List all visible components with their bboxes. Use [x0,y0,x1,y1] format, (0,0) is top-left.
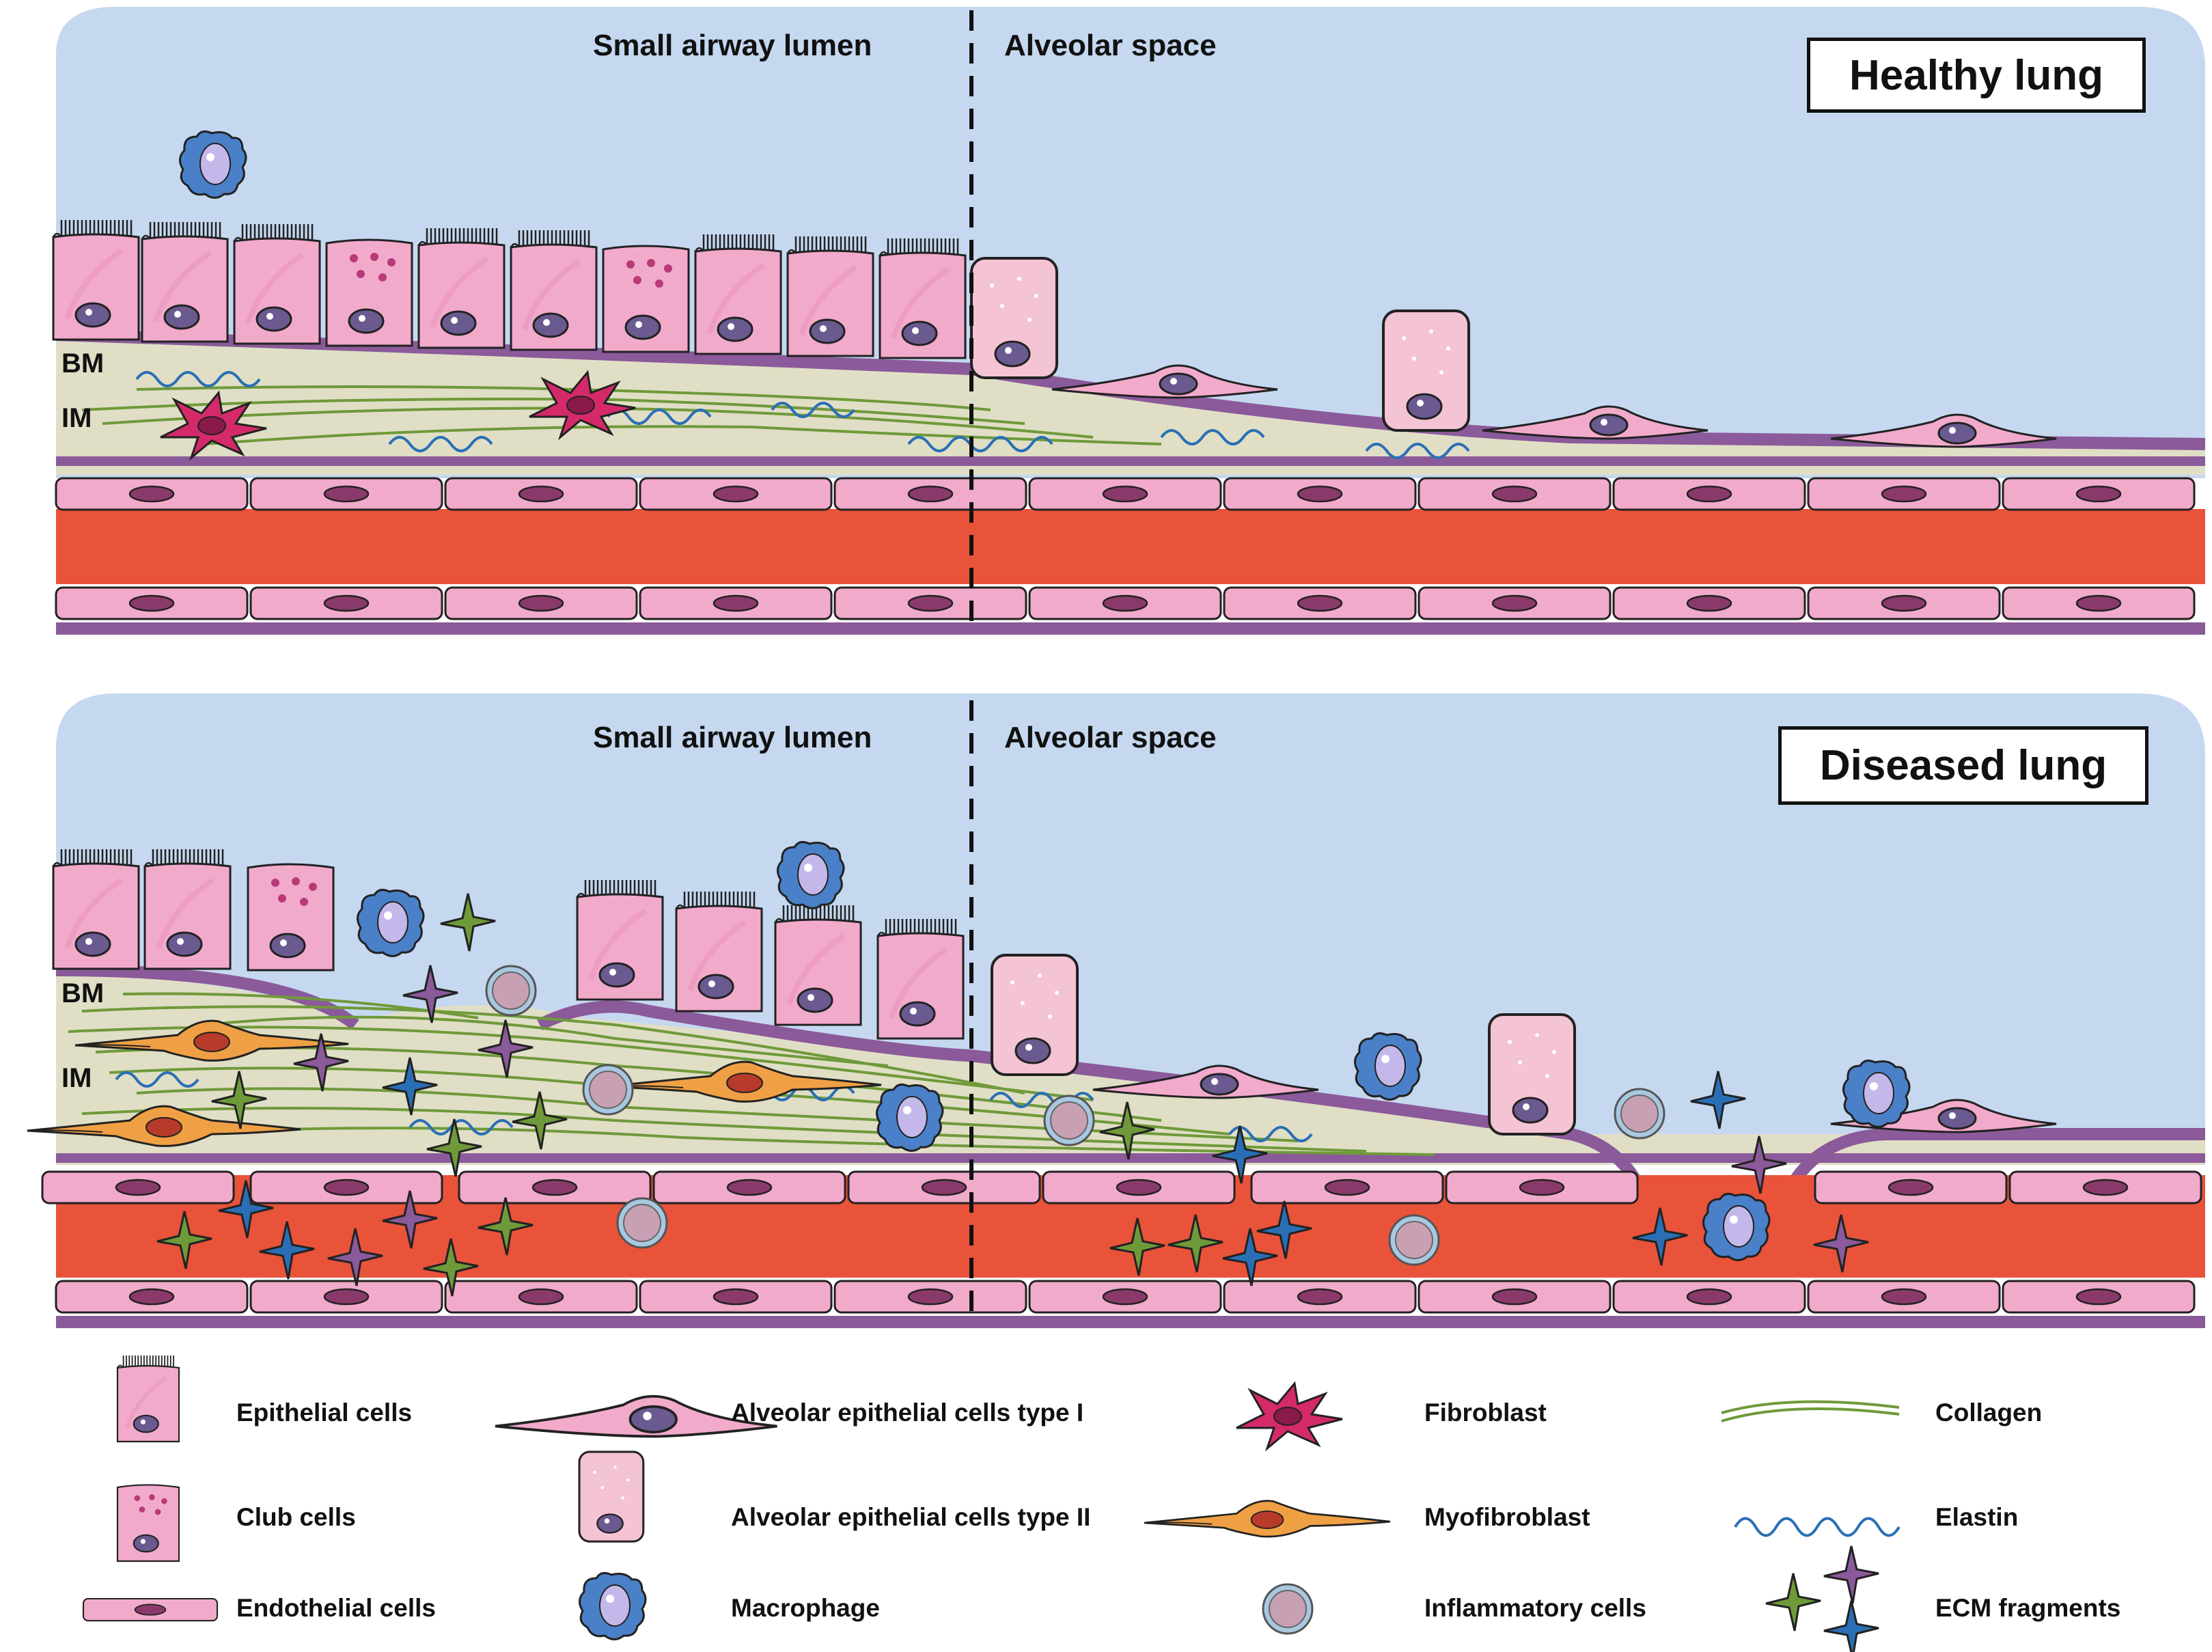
healthy-elastin-fibers [135,371,1470,459]
diseased-inflammatory-cell [1388,1214,1440,1266]
diseased-airway-label: Small airway lumen [593,721,872,754]
diseased-im-label: IM [61,1063,92,1093]
healthy-endothelium-bottom [55,586,2196,620]
legend-elastin-icon [1734,1517,1900,1537]
legend-club-icon [116,1484,180,1562]
legend-collagen-icon [1721,1400,1900,1422]
legend-myofibroblast-icon [1143,1500,1392,1538]
healthy-macrophage [178,130,247,199]
healthy-alveolar-label: Alveolar space [1004,29,1217,62]
diseased-inflammatory-cell [1614,1088,1665,1140]
healthy-title-text: Healthy lung [1849,51,2104,99]
legend-fibroblast-label: Fibroblast [1424,1399,1547,1427]
legend-myofibroblast-label: Myofibroblast [1424,1503,1590,1531]
diseased-macrophage [1842,1059,1911,1128]
legend-at2-icon [578,1450,645,1543]
healthy-airway-label: Small airway lumen [593,29,872,62]
diseased-inflammatory-cell [582,1064,634,1116]
legend-inflammatory-icon [1262,1583,1314,1635]
diseased-basement-membrane [55,964,359,1030]
legend-ecm-label: ECM fragments [1935,1594,2121,1622]
diseased-at2-cell [991,954,1079,1076]
legend-fibroblast-icon [1235,1382,1344,1450]
diseased-bm-label: BM [61,978,105,1008]
healthy-bm-label: BM [61,348,105,378]
healthy-panel [53,7,2206,635]
legend-elastin-label: Elastin [1935,1503,2019,1531]
diseased-macrophage [875,1083,944,1152]
diseased-title: Diseased lung [1778,726,2148,805]
legend-endothelial-label: Endothelial cells [236,1594,436,1622]
healthy-vessel [56,509,2205,584]
legend-at1-label: Alveolar epithelial cells type I [731,1399,1084,1427]
diseased-title-text: Diseased lung [1819,742,2107,789]
diseased-inflammatory-cell [485,965,537,1017]
diseased-panel [26,693,2205,1328]
legend-inflammatory-label: Inflammatory cells [1424,1594,1646,1622]
legend-club-label: Club cells [236,1503,356,1531]
diseased-alveolar-label: Alveolar space [1004,721,1217,754]
diseased-macrophage [356,888,425,957]
diseased-macrophage [1702,1192,1771,1261]
healthy-at2-cell [1382,309,1470,432]
legend-collagen-label: Collagen [1935,1399,2043,1427]
legend-macrophage-label: Macrophage [731,1594,880,1622]
diseased-at2-cell [1488,1013,1576,1135]
legend-ecm-icon [1765,1545,1880,1652]
legend-macrophage-icon [578,1571,647,1640]
legend-endothelial-icon [82,1597,219,1622]
diseased-inflammatory-cell [616,1197,668,1249]
healthy-title: Healthy lung [1807,38,2146,113]
healthy-im-label: IM [61,403,92,433]
legend-epithelial-icon [117,1355,179,1442]
legend-at2-label: Alveolar epithelial cells type II [731,1503,1091,1531]
healthy-interstitium [56,338,2205,475]
diseased-interstitium [56,970,2205,1165]
diseased-macrophage [1353,1032,1422,1101]
legend-icons [82,1355,1900,1652]
diseased-endothelium-top [41,1170,2202,1204]
diseased-endothelium-bottom [55,1280,2196,1314]
healthy-at2-cell [970,257,1058,379]
diseased-inflammatory-cell [1043,1095,1095,1146]
diseased-macrophage [776,840,845,909]
healthy-endothelium-top [55,477,2196,511]
legend-epithelial-label: Epithelial cells [236,1399,413,1427]
